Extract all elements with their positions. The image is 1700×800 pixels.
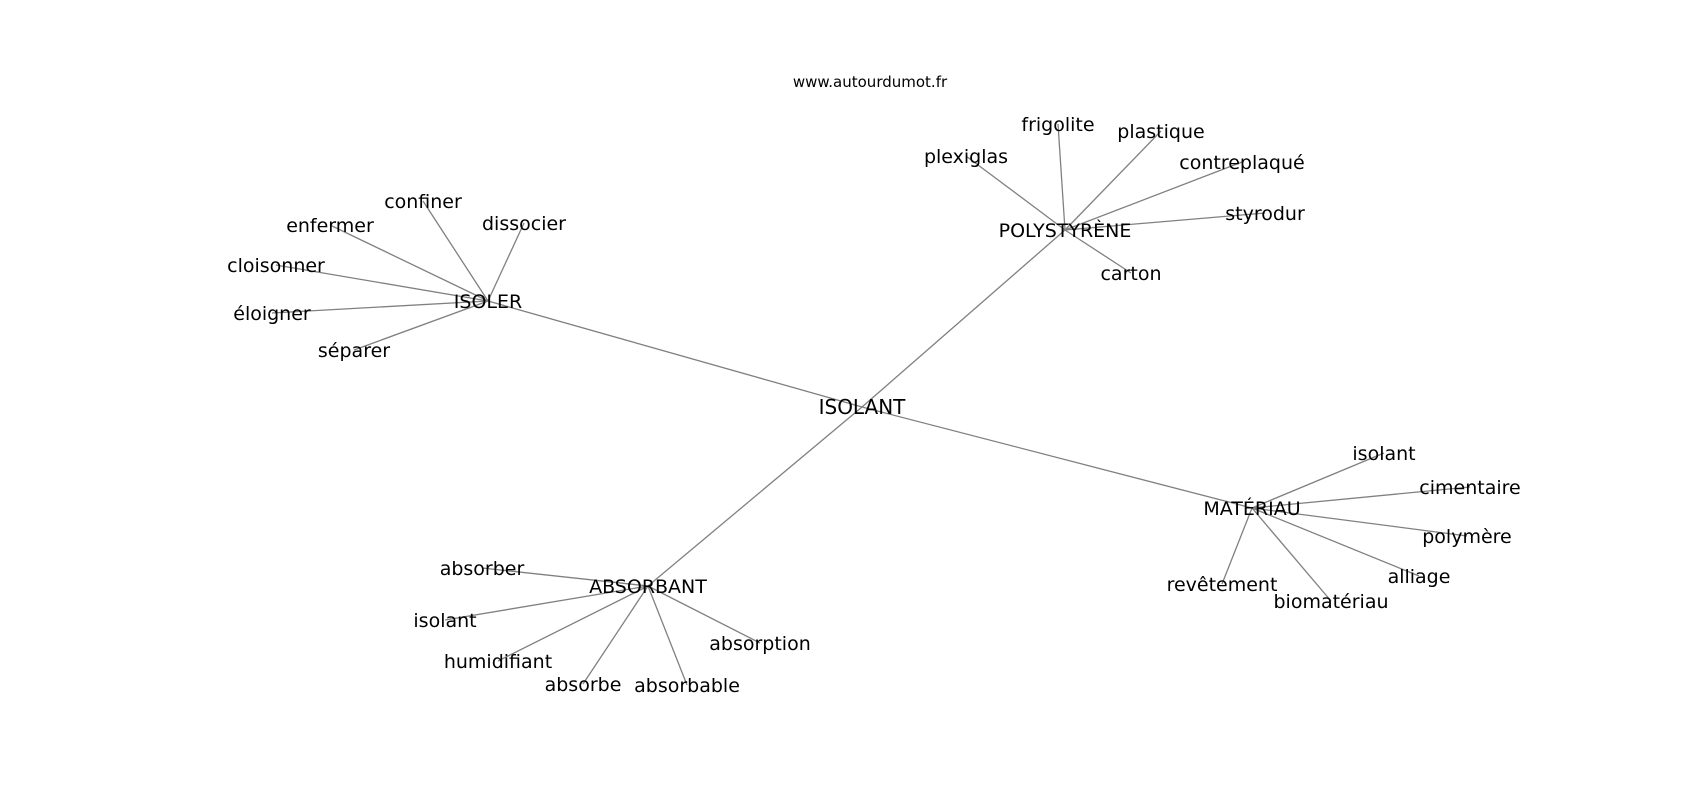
edge-center-absorbant	[647, 406, 863, 587]
edge-materiau-isolant	[1251, 452, 1385, 509]
edge-isoler-cloisonner	[275, 264, 489, 302]
leaf-node-absorbant-absorber: absorber	[440, 558, 525, 580]
edge-absorbant-absorber	[481, 567, 649, 587]
edge-isoler-eloigner	[271, 300, 489, 314]
edge-materiau-cimentaire	[1251, 486, 1471, 509]
edge-center-materiau	[861, 406, 1253, 509]
leaf-node-materiau-biomateriau: biomatériau	[1273, 591, 1388, 613]
edge-absorbant-absorption	[647, 585, 761, 644]
edge-absorbant-humidifiant	[497, 585, 649, 662]
hub-node-absorbant: ABSORBANT	[589, 576, 707, 598]
leaf-node-polystyrene-carton: carton	[1100, 263, 1161, 285]
edge-center-polystyrene	[861, 229, 1066, 408]
edge-absorbant-isolant	[444, 585, 649, 621]
leaf-node-absorbant-isolant: isolant	[413, 610, 476, 632]
leaf-node-isoler-eloigner: éloigner	[233, 303, 311, 325]
edge-materiau-revetement	[1221, 507, 1253, 585]
edge-polystyrene-styrodur	[1064, 212, 1266, 231]
leaf-node-absorbant-absorbable: absorbable	[634, 675, 740, 697]
leaf-node-polystyrene-plexiglas: plexiglas	[924, 146, 1008, 168]
edge-polystyrene-carton	[1064, 229, 1132, 274]
leaf-node-materiau-revetement: revêtement	[1167, 574, 1278, 596]
edge-materiau-biomateriau	[1251, 507, 1332, 602]
leaf-node-isoler-enfermer: enfermer	[286, 215, 374, 237]
leaf-node-absorbant-absorbe: absorbe	[545, 674, 622, 696]
edge-isoler-separer	[353, 300, 489, 351]
leaf-node-polystyrene-frigolite: frigolite	[1021, 114, 1094, 136]
leaf-node-polystyrene-contreplaque: contreplaqué	[1179, 152, 1304, 174]
leaf-node-isoler-cloisonner: cloisonner	[227, 255, 325, 277]
edge-absorbant-absorbe	[582, 585, 649, 685]
edge-polystyrene-frigolite	[1057, 123, 1066, 231]
leaf-node-absorbant-humidifiant: humidifiant	[444, 651, 552, 673]
edge-absorbant-absorbable	[647, 585, 688, 686]
graph-edges	[271, 123, 1471, 686]
site-url: www.autourdumot.fr	[793, 73, 948, 91]
leaf-node-materiau-alliage: alliage	[1388, 566, 1451, 588]
edge-isoler-confiner	[422, 200, 489, 302]
hub-node-isoler: ISOLER	[454, 291, 522, 313]
leaf-node-polystyrene-styrodur: styrodur	[1225, 203, 1305, 225]
leaf-node-polystyrene-plastique: plastique	[1117, 121, 1204, 143]
leaf-node-materiau-cimentaire: cimentaire	[1419, 477, 1520, 499]
leaf-node-isoler-dissocier: dissocier	[482, 213, 566, 235]
hub-node-materiau: MATÉRIAU	[1203, 497, 1300, 520]
hub-node-polystyrene: POLYSTYRÈNE	[999, 219, 1132, 242]
edge-materiau-alliage	[1251, 507, 1420, 577]
leaf-node-materiau-polymere: polymère	[1422, 526, 1512, 548]
graph-labels: ISOLANT ISOLER confiner enfermer dissocier cl…	[227, 114, 1521, 697]
leaf-node-materiau-isolant: isolant	[1352, 443, 1415, 465]
edge-materiau-polymere	[1251, 507, 1468, 537]
edge-isoler-dissocier	[487, 222, 525, 302]
leaf-node-isoler-confiner: confiner	[384, 191, 462, 213]
edge-isoler-enfermer	[329, 224, 489, 302]
leaf-node-absorbant-absorption: absorption	[709, 633, 811, 655]
edge-polystyrene-plexiglas	[965, 155, 1066, 231]
leaf-node-isoler-separer: séparer	[318, 340, 390, 362]
edge-polystyrene-plastique	[1064, 130, 1162, 231]
edge-center-isoler	[487, 300, 863, 408]
center-node-label: ISOLANT	[819, 395, 907, 419]
edge-polystyrene-contreplaque	[1064, 161, 1243, 231]
